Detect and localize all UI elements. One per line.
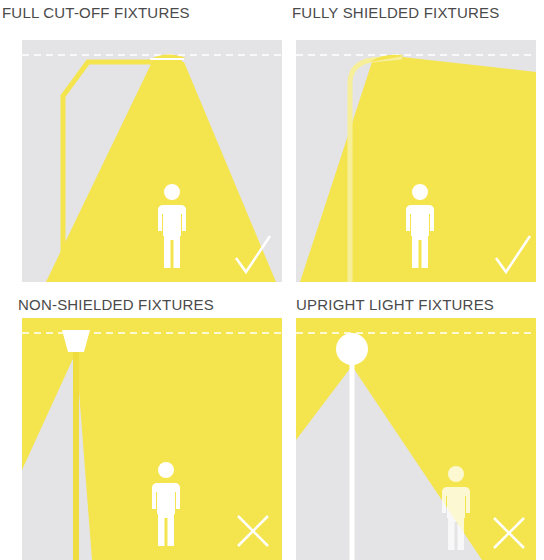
person-figure <box>152 462 180 546</box>
fully-shielded-scene <box>296 55 536 282</box>
cross-mark <box>494 518 524 548</box>
light-cone <box>46 62 276 282</box>
lamp-head <box>370 55 404 62</box>
street-pole <box>63 62 182 282</box>
person-figure <box>442 466 470 550</box>
check-mark <box>496 236 530 272</box>
lantern <box>62 330 90 352</box>
fixture-panel: NON-SHIELDED FIXTURES <box>22 318 282 560</box>
street-pole <box>350 57 402 282</box>
cross-mark <box>238 516 268 546</box>
panel-heading: FULLY SHIELDED FIXTURES <box>292 4 499 21</box>
cross-stroke <box>238 516 268 546</box>
person-figure <box>158 184 186 268</box>
light-spill <box>22 318 282 560</box>
street-pole <box>350 364 355 560</box>
person-figure <box>406 184 434 268</box>
street-pole <box>73 352 79 560</box>
light-spill <box>296 318 536 560</box>
non-shielded-scene <box>22 318 282 560</box>
cross-stroke <box>494 518 524 548</box>
horizon-line <box>22 332 282 334</box>
light-spread <box>300 57 536 282</box>
cross-stroke <box>238 516 268 546</box>
fixture-panel: FULL CUT-OFF FIXTURES <box>22 40 282 282</box>
globe-lamp <box>336 333 368 365</box>
lamp-lens <box>150 58 184 60</box>
horizon-line <box>296 54 536 56</box>
check-mark <box>236 236 270 272</box>
fixture-panel: FULLY SHIELDED FIXTURES <box>296 40 536 282</box>
horizon-line <box>22 54 282 56</box>
fixture-panel: UPRIGHT LIGHT FIXTURES <box>296 318 536 560</box>
panel-heading: UPRIGHT LIGHT FIXTURES <box>296 296 494 313</box>
lamp-head <box>148 54 186 60</box>
full-cutoff-scene <box>22 54 282 282</box>
panel-heading: FULL CUT-OFF FIXTURES <box>2 4 190 21</box>
panel-heading: NON-SHIELDED FIXTURES <box>18 296 214 313</box>
cross-stroke <box>494 518 524 548</box>
horizon-line <box>296 332 536 334</box>
upright-scene <box>296 318 536 560</box>
